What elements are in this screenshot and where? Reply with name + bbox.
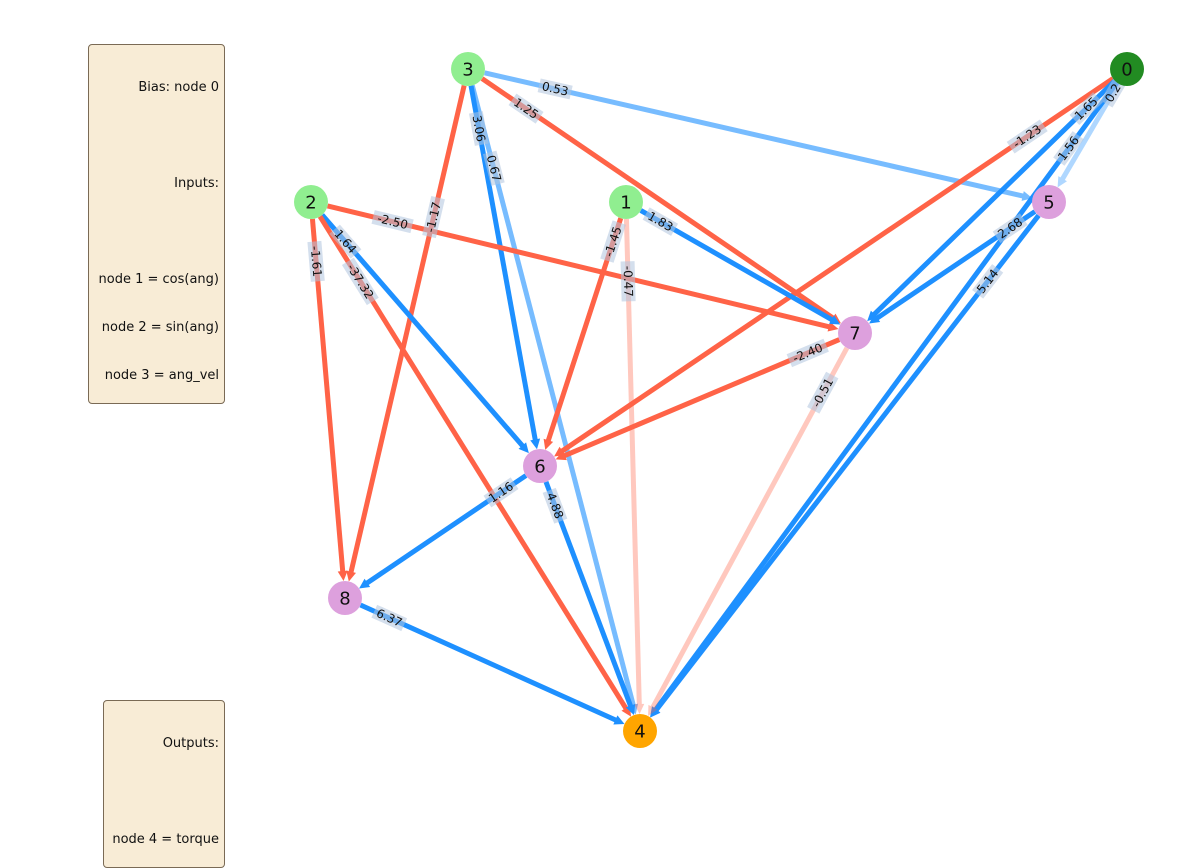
- node-6-label: 6: [534, 457, 545, 478]
- node-5-label: 5: [1043, 193, 1054, 214]
- node-0: 0: [1110, 52, 1144, 86]
- bias-legend-line: Bias: node 0: [138, 80, 219, 95]
- svg-text:3.06: 3.06: [470, 114, 489, 143]
- inputs-legend-box: Bias: node 0 Inputs: node 1 = cos(ang) n…: [88, 44, 225, 404]
- svg-text:-1.61: -1.61: [308, 245, 325, 277]
- arrowhead-icon: [1057, 176, 1067, 188]
- edge-weight-label-2-7: -2.50: [371, 210, 414, 234]
- edge-3-to-8: [346, 84, 467, 582]
- edge-weight-label-3-4: 0.67: [482, 150, 505, 186]
- node-7: 7: [838, 316, 872, 350]
- arrowhead-icon: [650, 706, 661, 718]
- edge-weight-label-2-8: -1.61: [307, 240, 325, 282]
- inputs-heading: Inputs:: [174, 176, 219, 191]
- node-layer: 0 1 2 3 4 5 6 7 8: [294, 52, 1144, 748]
- edge-label-layer: 0.531.25-1.173.060.67-1.231.650.21.562.6…: [307, 78, 1126, 632]
- edge-weight-label-2-4: -37.32: [341, 257, 379, 306]
- edge-weight-label-3-5: 0.53: [537, 78, 573, 100]
- svg-text:0.53: 0.53: [541, 79, 570, 99]
- edge-weight-label-1-6: -1.45: [600, 220, 626, 263]
- svg-text:-1.23: -1.23: [1010, 122, 1044, 151]
- input-legend-line-1: node 1 = cos(ang): [98, 272, 219, 287]
- arrowhead-icon: [555, 450, 567, 461]
- edge-3-to-6: [468, 85, 541, 450]
- arrowhead-icon: [518, 442, 529, 454]
- node-4-label: 4: [634, 722, 645, 743]
- svg-text:0.67: 0.67: [484, 154, 504, 183]
- edge-weight-label-7-6: -2.40: [786, 338, 829, 368]
- node-1: 1: [609, 185, 643, 219]
- edge-weight-label-6-4: 4.88: [542, 487, 568, 524]
- node-8: 8: [328, 581, 362, 615]
- arrowhead-icon: [648, 704, 658, 717]
- svg-text:-0.51: -0.51: [809, 376, 836, 410]
- node-3: 3: [451, 52, 485, 86]
- edge-5-to-4: [650, 213, 1041, 718]
- svg-text:-37.32: -37.32: [344, 261, 376, 301]
- arrowhead-icon: [869, 313, 881, 324]
- output-legend-line-1: node 4 = torque: [112, 832, 219, 847]
- node-0-label: 0: [1121, 60, 1132, 81]
- svg-text:-1.45: -1.45: [602, 225, 625, 259]
- arrowhead-icon: [827, 321, 839, 332]
- node-5: 5: [1032, 185, 1066, 219]
- edge-weight-label-8-4: 6.37: [371, 604, 408, 632]
- arrowhead-icon: [346, 570, 356, 582]
- node-7-label: 7: [849, 324, 860, 345]
- outputs-heading: Outputs:: [162, 736, 219, 751]
- node-1-label: 1: [620, 193, 631, 214]
- edge-0-to-4: [650, 81, 1119, 718]
- edge-weight-label-3-7: 1.25: [508, 93, 544, 124]
- arrowhead-icon: [625, 703, 636, 716]
- node-4: 4: [623, 714, 657, 748]
- arrowhead-icon: [613, 715, 625, 725]
- input-legend-line-3: node 3 = ang_vel: [104, 368, 219, 383]
- node-3-label: 3: [462, 60, 473, 81]
- edge-weight-label-7-4: -0.51: [807, 371, 839, 414]
- svg-text:4.88: 4.88: [544, 491, 567, 521]
- edge-weight-label-3-8: -1.17: [422, 196, 445, 239]
- svg-text:-2.50: -2.50: [376, 211, 409, 232]
- node-8-label: 8: [339, 589, 350, 610]
- svg-text:6.37: 6.37: [374, 606, 404, 630]
- arrowhead-icon: [359, 578, 371, 589]
- node-2: 2: [294, 185, 328, 219]
- svg-text:-2.40: -2.40: [791, 340, 825, 365]
- input-legend-line-2: node 2 = sin(ang): [101, 320, 219, 335]
- arrowhead-icon: [530, 438, 541, 450]
- svg-text:-0.47: -0.47: [621, 266, 636, 297]
- svg-text:-1.17: -1.17: [423, 200, 444, 233]
- arrowhead-icon: [829, 315, 841, 325]
- node-6: 6: [523, 449, 557, 483]
- node-2-label: 2: [305, 193, 316, 214]
- arrowhead-icon: [634, 703, 645, 715]
- edge-layer: [309, 70, 1121, 725]
- edge-weight-label-0-6: -1.23: [1006, 119, 1048, 154]
- edge-weight-label-1-4: -0.47: [620, 261, 636, 302]
- arrowhead-icon: [543, 438, 554, 450]
- network-graph: 0.531.25-1.173.060.67-1.231.650.21.562.6…: [294, 52, 1144, 748]
- arrowhead-icon: [337, 570, 348, 582]
- edge-weight-label-3-6: 3.06: [468, 111, 489, 146]
